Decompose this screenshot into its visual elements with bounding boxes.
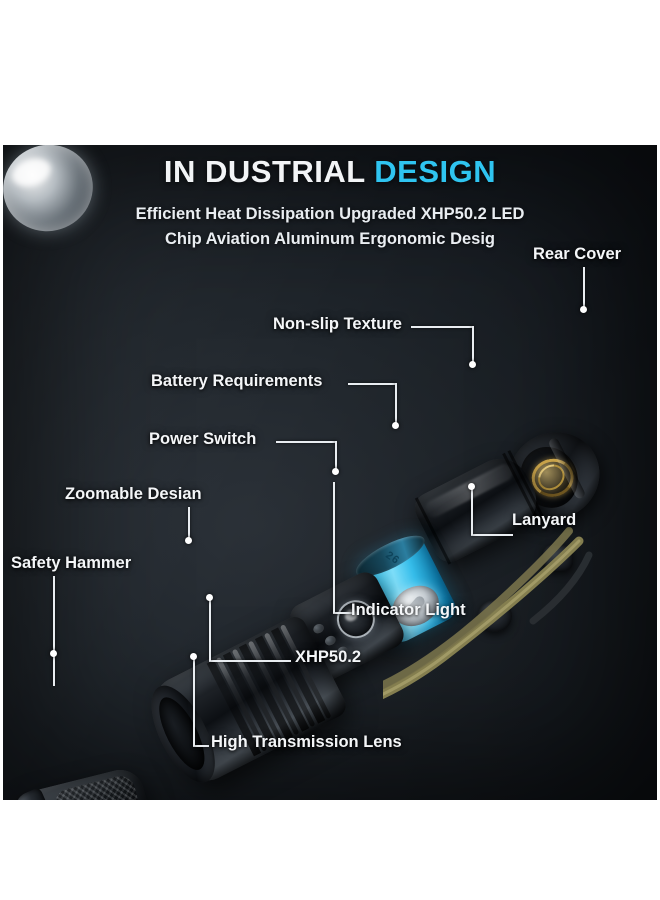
callout-label-zoomable-design: Zoomable Desian: [65, 485, 202, 503]
leader-line-indicator-light: [333, 612, 353, 614]
callout-label-rear-cover: Rear Cover: [533, 245, 622, 263]
safety-hammer-part: [10, 764, 165, 800]
product-infographic-panel: 26: [3, 145, 657, 800]
callout-label-lanyard: Lanyard: [512, 511, 577, 529]
leader-dot-power-switch: [332, 468, 339, 475]
callout-label-xhp50: XHP50.2: [295, 648, 362, 666]
leader-line-zoomable-design: [188, 507, 190, 539]
leader-line-indicator-light-v: [333, 482, 335, 613]
leader-dot-battery-requirements: [392, 422, 399, 429]
callout-label-high-transmission-lens: High Transmission Lens: [211, 733, 402, 751]
callout-label-power-switch: Power Switch: [149, 430, 257, 448]
subtitle-line-1: Efficient Heat Dissipation Upgraded XHP5…: [135, 205, 525, 223]
leader-dot-rear-cover: [580, 306, 587, 313]
indicator-led: [311, 622, 326, 636]
lanyard-cord: [383, 527, 593, 700]
leader-dot-lanyard: [468, 483, 475, 490]
leader-line-high-transmission-lens: [193, 745, 209, 747]
leader-line-non-slip-texture-v: [472, 326, 474, 364]
callout-label-indicator-light: Indicator Light: [351, 601, 466, 619]
leader-line-lanyard: [471, 534, 513, 536]
leader-line-power-switch: [276, 441, 336, 443]
leader-line-non-slip-texture: [411, 326, 473, 328]
leader-line-safety-hammer: [53, 576, 55, 686]
leader-line-rear-cover: [583, 267, 585, 309]
page-subtitle: Efficient Heat Dissipation Upgraded XHP5…: [3, 202, 657, 252]
callout-label-safety-hammer: Safety Hammer: [11, 554, 132, 572]
title-main: IN DUSTRIAL: [163, 154, 366, 189]
title-accent: DESIGN: [374, 154, 497, 189]
leader-dot-safety-hammer: [50, 650, 57, 657]
leader-line-xhp50-v: [209, 598, 211, 661]
flashlight-exploded-artwork: 26: [3, 145, 657, 800]
callout-label-battery-requirements: Battery Requirements: [151, 372, 323, 390]
leader-line-battery-requirements-v: [395, 383, 397, 425]
leader-dot-xhp50: [206, 594, 213, 601]
leader-line-lanyard-v: [471, 488, 473, 535]
barrel-highlight: [422, 461, 516, 520]
indicator-led: [323, 634, 338, 648]
page-title: IN DUSTRIAL DESIGN: [3, 154, 657, 190]
leader-line-battery-requirements: [348, 383, 396, 385]
leader-dot-non-slip-texture: [469, 361, 476, 368]
callout-label-non-slip-texture: Non-slip Texture: [273, 315, 402, 333]
subtitle-line-2: Chip Aviation Aluminum Ergonomic Desig: [164, 230, 496, 248]
leader-line-xhp50: [209, 660, 291, 662]
leader-line-power-switch-v: [335, 441, 337, 471]
leader-dot-high-transmission-lens: [190, 653, 197, 660]
leader-dot-zoomable-design: [185, 537, 192, 544]
leader-line-high-transmission-lens-v: [193, 657, 195, 746]
